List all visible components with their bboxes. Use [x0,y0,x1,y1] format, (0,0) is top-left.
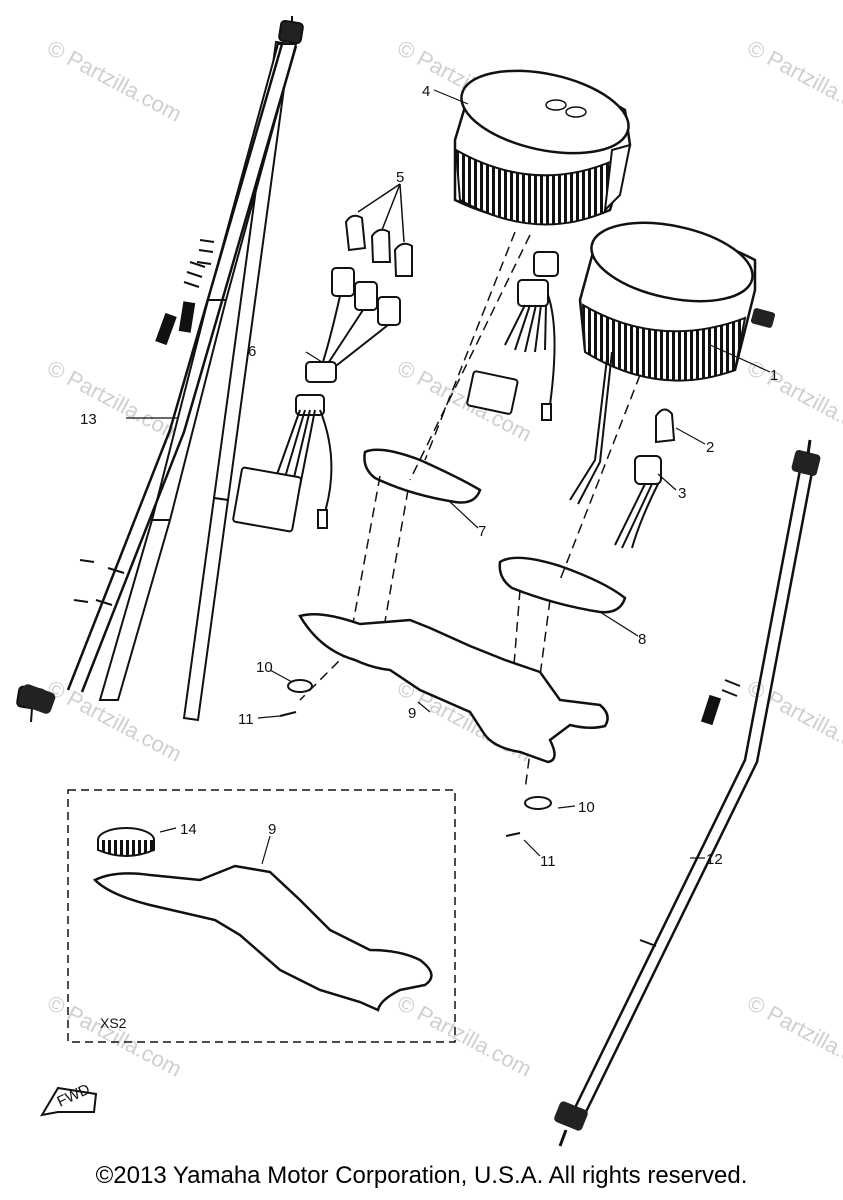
xs2-label: XS2 [100,1015,127,1031]
bracket-9-xs2 [92,864,433,1012]
callout-7: 7 [478,523,486,540]
cable-12-sleeve [700,694,722,726]
callout-4: 4 [422,83,430,100]
bulbs-5 [344,183,413,277]
callout-6: 6 [248,343,256,360]
cable-12-lower-nut [554,1101,588,1131]
parts-diagram: FWD XS2 4 5 6 1 2 3 7 8 13 10 11 9 10 11… [16,16,821,1147]
cable-13-ring [95,599,113,606]
cable-12-ring [721,689,738,697]
callout-14: 14 [180,821,197,838]
meter-assembly-1 [578,221,776,382]
callout-12: 12 [706,851,723,868]
callout-10: 10 [578,799,595,816]
callout-9: 9 [268,821,276,838]
bracket-9 [298,613,609,764]
cable-12-ring [724,679,741,687]
leader-lines [126,89,771,865]
callout-8: 8 [638,631,646,648]
cable-13-lower-nut [18,684,56,714]
meter-4-wiring [466,251,559,421]
washer-10 [524,796,552,810]
xs2-inset-box [67,789,456,1043]
callout-5: 5 [396,169,404,186]
cable-12-tip [806,439,812,455]
cable-12-upper-nut [791,450,821,476]
screw-11 [279,711,297,717]
copyright-notice: ©2013 Yamaha Motor Corporation, U.S.A. A… [95,1162,748,1189]
ring-14 [97,827,155,857]
cable-12-tip [558,1129,568,1147]
cable-13-sleeve [155,312,177,346]
cable-13-ring [189,261,206,268]
callout-13: 13 [80,411,97,428]
cable-13-outline [66,43,298,693]
fwd-arrow: FWD [40,1081,98,1117]
callout-11: 11 [540,853,556,870]
cable-13-ring [183,281,200,288]
cable-13-shaft [98,43,298,701]
tachometer-cable-12 [568,469,814,1121]
callout-2: 2 [706,439,714,456]
meter-1-wiring [569,349,613,505]
bulb-2 [655,408,676,444]
meter-assembly-4 [453,69,632,226]
cable-13-ring [107,567,125,574]
sockets-6 [232,267,401,533]
callout-3: 3 [678,485,686,502]
callout-9: 9 [408,705,416,722]
callout-10: 10 [256,659,273,676]
screw-11 [505,832,521,837]
callout-11: 11 [238,711,254,728]
socket-3 [614,455,662,549]
cable-13-ring [186,271,203,278]
washer-10 [287,679,313,693]
bracket-8 [498,556,627,614]
cable-12-ring [639,939,657,947]
callout-1: 1 [770,367,778,384]
bracket-7 [363,448,482,504]
